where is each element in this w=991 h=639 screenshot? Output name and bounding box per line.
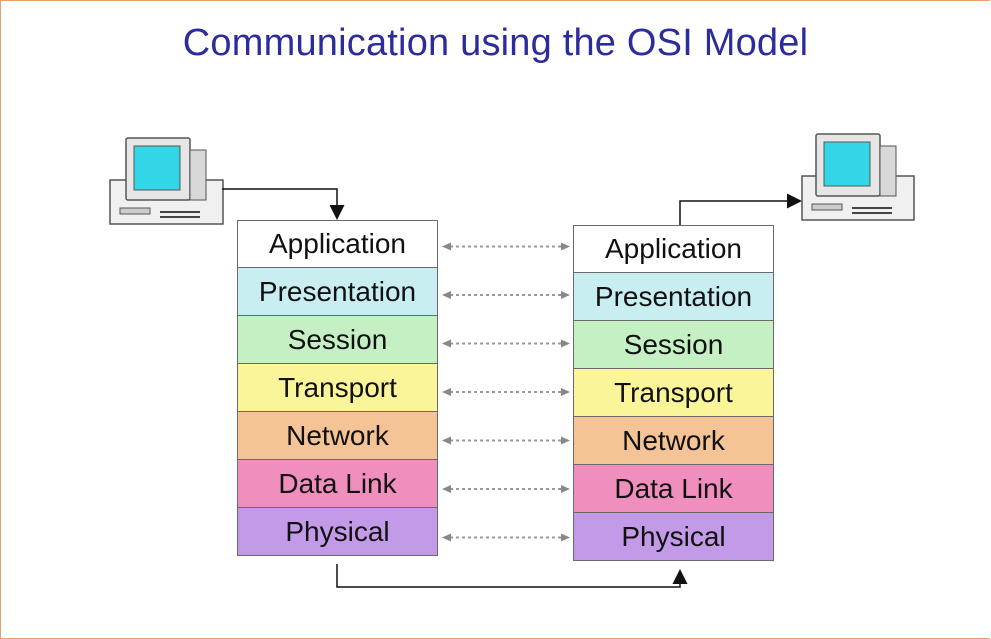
peer-arrow-data-link: [442, 485, 570, 493]
sender-layer-network: Network: [237, 412, 438, 460]
sender-layer-physical: Physical: [237, 508, 438, 556]
receiver-layer-network: Network: [573, 417, 774, 465]
sender-layer-transport: Transport: [237, 364, 438, 412]
peer-arrow-presentation: [442, 291, 570, 299]
receiver-layer-transport: Transport: [573, 369, 774, 417]
sender-layer-application: Application: [237, 220, 438, 268]
receiver-computer-icon: [801, 133, 915, 221]
peer-arrow-physical: [442, 533, 570, 542]
receiver-layer-physical: Physical: [573, 513, 774, 561]
sender-layer-data-link: Data Link: [237, 460, 438, 508]
sender-layer-session: Session: [237, 316, 438, 364]
receiver-layer-application: Application: [573, 225, 774, 273]
receiver-layer-session: Session: [573, 321, 774, 369]
peer-arrows-group: [442, 242, 570, 542]
physical-link-arrow: [336, 564, 688, 588]
receiver-layer-data-link: Data Link: [573, 465, 774, 513]
peer-arrow-network: [442, 436, 570, 445]
stack-to-receiver-arrow: [679, 193, 802, 225]
sender-layer-presentation: Presentation: [237, 268, 438, 316]
receiver-layer-presentation: Presentation: [573, 273, 774, 321]
peer-arrow-session: [442, 339, 570, 348]
sender-computer-icon: [109, 137, 224, 225]
sender-to-stack-arrow: [222, 188, 345, 220]
peer-arrow-application: [442, 242, 570, 251]
diagram-title: Communication using the OSI Model: [182, 22, 809, 64]
peer-arrow-transport: [442, 388, 570, 396]
